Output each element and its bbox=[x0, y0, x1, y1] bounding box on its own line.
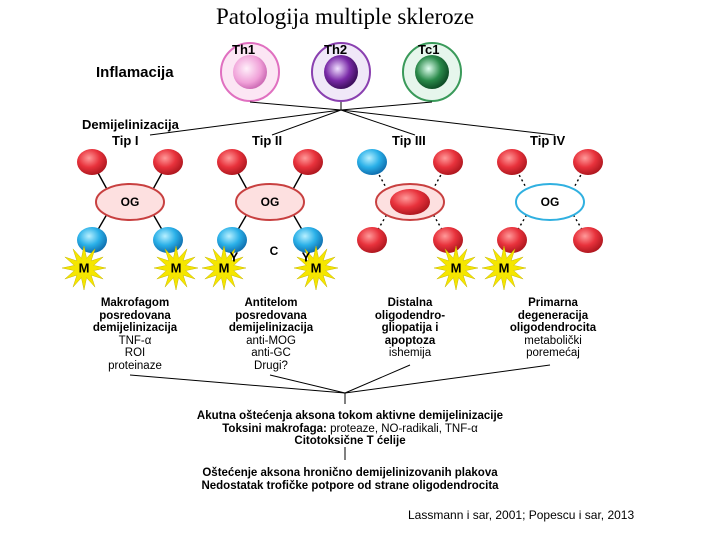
complement-label: C bbox=[270, 244, 279, 258]
th2-cell bbox=[311, 42, 371, 102]
type-3-line-5: ishemija bbox=[388, 347, 432, 359]
type-1-line-3: demijelinizacija bbox=[92, 322, 178, 334]
axon-cell bbox=[77, 227, 107, 253]
citation-credit: Lassmann i sar, 2001; Popescu i sar, 201… bbox=[408, 508, 635, 522]
type-4-line-4: metabolički bbox=[524, 334, 582, 347]
acute-line-2: Toksini makrofaga: proteaze, NO-radikali… bbox=[120, 423, 580, 436]
type-2-line-5: anti-GC bbox=[251, 347, 291, 359]
macrophage-star bbox=[201, 245, 247, 291]
antibody-label: Y bbox=[302, 249, 311, 264]
type-4-line-2: degeneracija bbox=[517, 309, 589, 322]
macrophage-star bbox=[293, 245, 339, 291]
oligodendrocyte-ring bbox=[95, 183, 165, 221]
macrophage-star bbox=[153, 245, 199, 291]
th2-label: Th2 bbox=[324, 42, 348, 57]
macrophage-label: M bbox=[219, 260, 230, 275]
axon-cell bbox=[497, 227, 527, 253]
type-1-label: Tip I bbox=[112, 133, 139, 148]
type-1-schematic: OG M M bbox=[61, 149, 199, 291]
type-1-description: Makrofagom posredovana demijelinizacija … bbox=[70, 297, 200, 372]
axon-cell bbox=[573, 149, 603, 175]
inflamacija-label: Inflamacija bbox=[96, 64, 174, 81]
og-label: OG bbox=[261, 195, 280, 209]
oligodendrocyte-core bbox=[390, 189, 430, 215]
macrophage-label: M bbox=[451, 260, 462, 275]
type-1-line-4: TNF-α bbox=[118, 334, 152, 347]
type-1-line-1: Makrofagom bbox=[100, 297, 170, 309]
type-3-label: Tip III bbox=[392, 133, 426, 148]
acute-line-1: Akutna oštećenja aksona tokom aktivne de… bbox=[196, 410, 504, 422]
bottom-arrows bbox=[129, 364, 551, 460]
macrophage-star bbox=[61, 245, 107, 291]
type-4-schematic: OG M bbox=[481, 149, 603, 291]
macrophage-label: M bbox=[499, 260, 510, 275]
chronic-line-2: Nedostatak trofičke potpore od strane ol… bbox=[201, 479, 499, 492]
type-3-line-4: apoptoza bbox=[384, 334, 436, 347]
type-2-schematic: OG M M C Y Y bbox=[201, 149, 339, 291]
type-1-line-2: posredovana bbox=[99, 309, 171, 322]
macrophage-star bbox=[433, 245, 479, 291]
og-label: OG bbox=[121, 195, 140, 209]
macrophage-label: M bbox=[79, 260, 90, 275]
axon-cell bbox=[153, 227, 183, 253]
type-4-line-5: poremećaj bbox=[526, 347, 580, 359]
axon-cell bbox=[433, 227, 463, 253]
type-3-line-2: oligodendro- bbox=[374, 309, 446, 322]
axon-cell bbox=[357, 227, 387, 253]
macrophage-label: M bbox=[171, 260, 182, 275]
type-3-schematic: M bbox=[357, 149, 479, 291]
acute-line-3: Citotoksične T ćelije bbox=[294, 435, 406, 447]
th1-cell bbox=[220, 42, 280, 102]
type-3-description: Distalna oligodendro- gliopatija i apopt… bbox=[350, 297, 470, 360]
acute-damage-box: Akutna oštećenja aksona tokom aktivne de… bbox=[120, 410, 580, 448]
axon-cell bbox=[357, 149, 387, 175]
inflammation-arrows bbox=[149, 101, 556, 136]
axon-cell bbox=[293, 149, 323, 175]
tc1-cell bbox=[402, 42, 462, 102]
type-2-line-6: Drugi? bbox=[254, 359, 288, 372]
acute-line-2-bold: Toksini makrofaga: bbox=[222, 422, 331, 435]
tc1-label: Tc1 bbox=[418, 42, 440, 57]
type-2-line-1: Antitelom bbox=[244, 297, 298, 309]
type-2-line-2: posredovana bbox=[235, 309, 307, 322]
type-2-line-4: anti-MOG bbox=[246, 334, 296, 347]
oligodendrocyte-ring bbox=[515, 183, 585, 221]
type-3-line-3: gliopatija i bbox=[381, 322, 439, 334]
oligodendrocyte-ring bbox=[235, 183, 305, 221]
demijelinizacija-label: Demijelinizacija bbox=[82, 117, 179, 132]
axon-cell bbox=[217, 149, 247, 175]
axon-cell bbox=[153, 149, 183, 175]
type-1-line-6: proteinaze bbox=[108, 359, 162, 372]
type-2-label: Tip II bbox=[252, 133, 283, 148]
axon-cell bbox=[497, 149, 527, 175]
type-4-line-1: Primarna bbox=[528, 297, 578, 309]
axon-cell bbox=[293, 227, 323, 253]
axon-cell bbox=[573, 227, 603, 253]
antibody-label: Y bbox=[230, 249, 239, 264]
type-4-description: Primarna degeneracija oligodendrocita me… bbox=[488, 297, 618, 360]
og-label: OG bbox=[541, 195, 560, 209]
type-4-label: Tip IV bbox=[530, 133, 566, 148]
th1-label: Th1 bbox=[232, 42, 256, 57]
macrophage-label: M bbox=[311, 260, 322, 275]
macrophage-star bbox=[481, 245, 527, 291]
type-4-line-3: oligodendrocita bbox=[509, 322, 597, 334]
page-title: Patologija multiple skleroze bbox=[215, 4, 475, 29]
acute-line-2-normal: proteaze, NO-radikali, TNF-α bbox=[330, 422, 478, 435]
type-3-line-1: Distalna bbox=[387, 297, 433, 309]
axon-cell bbox=[77, 149, 107, 175]
axon-cell bbox=[433, 149, 463, 175]
type-1-line-5: ROI bbox=[124, 347, 146, 359]
type-2-description: Antitelom posredovana demijelinizacija a… bbox=[206, 297, 336, 372]
type-2-line-3: demijelinizacija bbox=[228, 322, 314, 334]
chronic-damage-box: Oštećenje aksona hronično demijelinizova… bbox=[120, 467, 580, 492]
axon-cell bbox=[217, 227, 247, 253]
chronic-line-1: Oštećenje aksona hronično demijelinizova… bbox=[202, 467, 498, 479]
